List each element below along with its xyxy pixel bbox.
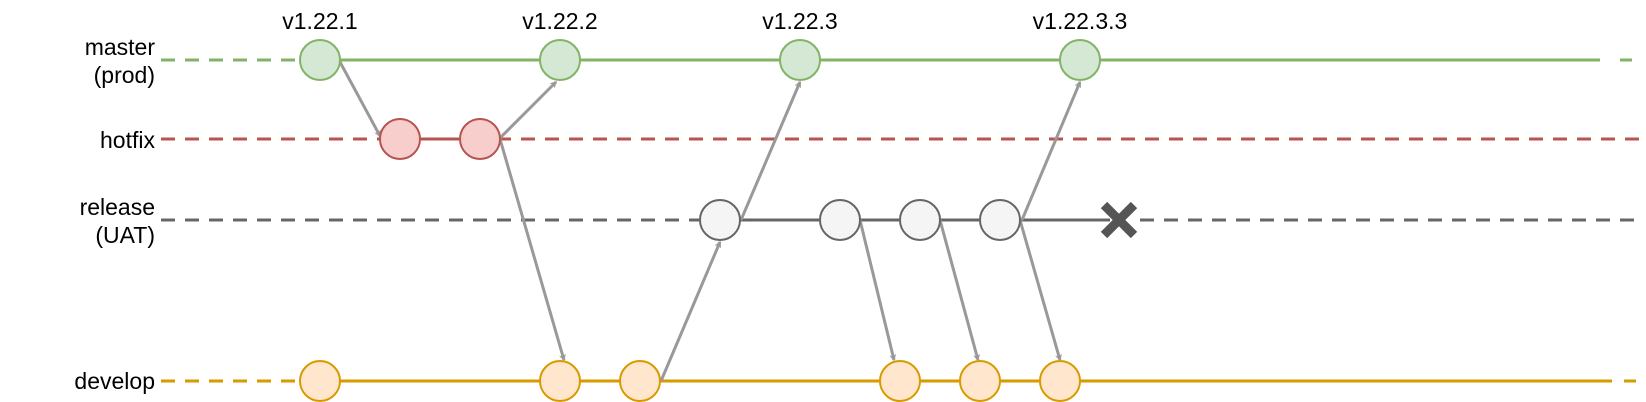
commit-develop-1: [299, 360, 341, 402]
commit-develop-4: [879, 360, 921, 402]
commit-develop-2: [539, 360, 581, 402]
arrow-release-to-develop-1: [858, 219, 897, 362]
tag-label-4: v1.22.3.3: [1033, 8, 1128, 34]
develop-commits: [299, 360, 1081, 402]
tag-label-1: v1.22.1: [282, 8, 357, 34]
commit-hotfix-1: [379, 118, 421, 160]
arrow-master-to-hotfix: [338, 61, 382, 138]
arrow-release-to-master-1: [739, 80, 802, 221]
arrow-release-to-develop-2: [938, 219, 980, 362]
commit-develop-3: [619, 360, 661, 402]
commit-master-4: [1059, 39, 1101, 81]
arrow-hotfix-to-develop: [498, 138, 566, 362]
arrow-hotfix-to-master: [497, 80, 558, 141]
branch-label-develop: develop: [74, 368, 155, 394]
release-commits: [699, 199, 1021, 241]
branch-label-release-line2: (UAT): [95, 222, 155, 248]
commit-release-1: [699, 199, 741, 241]
commit-develop-5: [959, 360, 1001, 402]
commit-release-4: [979, 199, 1021, 241]
arrow-release-to-master-2: [1020, 80, 1082, 221]
tag-label-2: v1.22.2: [522, 8, 597, 34]
close-x-icon: [1100, 201, 1138, 239]
arrow-release-to-develop-3: [1018, 219, 1062, 362]
arrow-develop-to-release: [659, 240, 722, 382]
commit-release-2: [819, 199, 861, 241]
branch-label-release-line1: release: [80, 194, 155, 220]
commit-develop-6: [1039, 360, 1081, 402]
branch-label-master-line2: (prod): [94, 62, 155, 88]
commit-master-3: [779, 39, 821, 81]
commit-hotfix-2: [459, 118, 501, 160]
tag-label-3: v1.22.3: [762, 8, 837, 34]
commit-release-3: [899, 199, 941, 241]
master-commits: [299, 39, 1101, 81]
commit-master-1: [299, 39, 341, 81]
commit-master-2: [539, 39, 581, 81]
merge-arrows: [338, 61, 1082, 382]
branch-label-hotfix: hotfix: [100, 127, 155, 153]
branch-label-master-line1: master: [85, 34, 156, 60]
hotfix-commits: [379, 118, 501, 160]
